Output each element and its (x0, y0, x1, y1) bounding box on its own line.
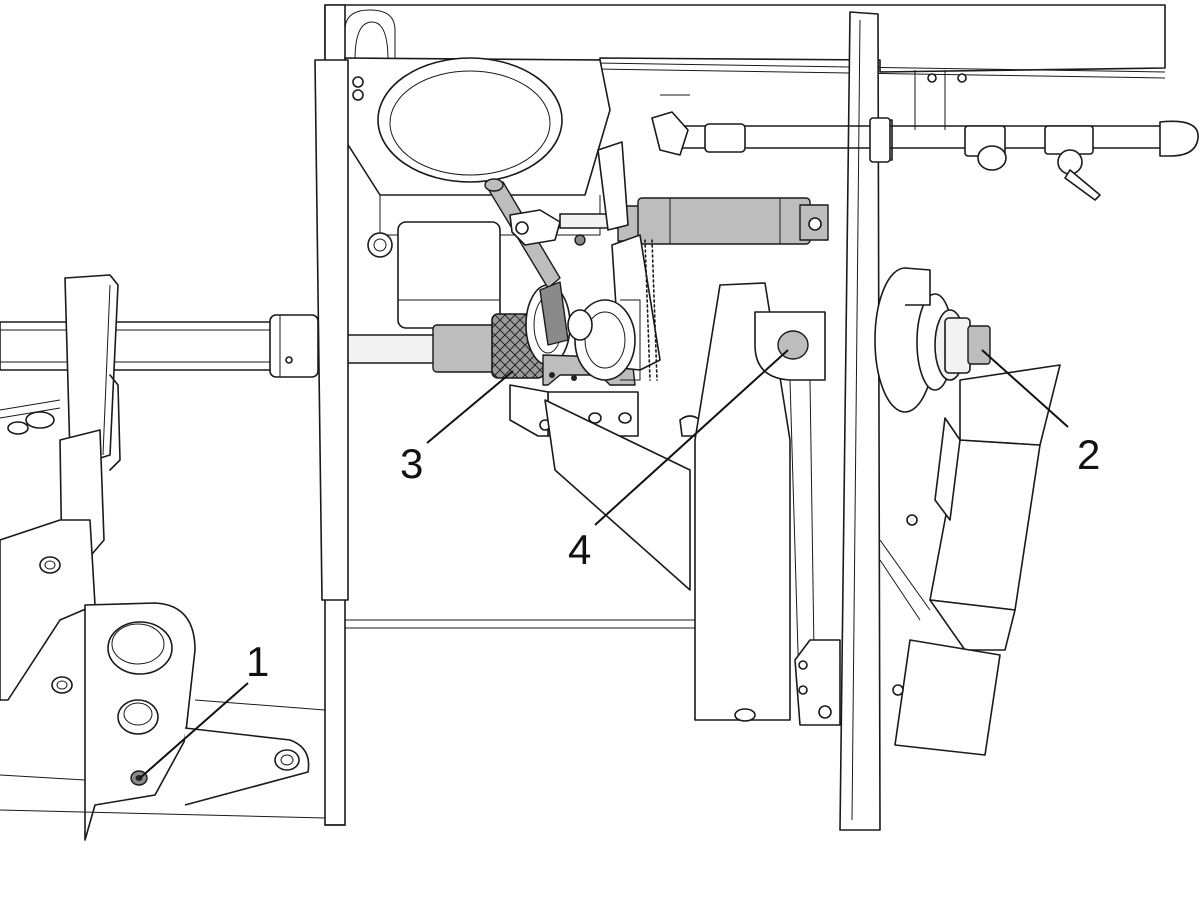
leader-line-4 (594, 349, 789, 526)
discharge-chute (879, 364, 1061, 756)
callout-4: 4 (568, 526, 591, 573)
callout-1: 1 (246, 638, 269, 685)
callout-leaders (139, 349, 1069, 779)
leader-line-1 (139, 682, 249, 779)
leader-line-2 (981, 349, 1069, 428)
callout-3: 3 (400, 440, 423, 487)
leader-line-3 (426, 370, 514, 444)
center-bracket (544, 282, 841, 726)
drive-sprocket (567, 141, 661, 381)
right-pulley (874, 267, 991, 413)
left-bracket-assembly (0, 274, 326, 841)
air-cylinder (509, 197, 829, 246)
callout-2: 2 (1077, 431, 1100, 478)
callout-labels: 1 2 3 4 (246, 431, 1100, 685)
upper-hopper (344, 57, 611, 329)
frame-column (314, 11, 893, 831)
air-line (651, 70, 1199, 201)
